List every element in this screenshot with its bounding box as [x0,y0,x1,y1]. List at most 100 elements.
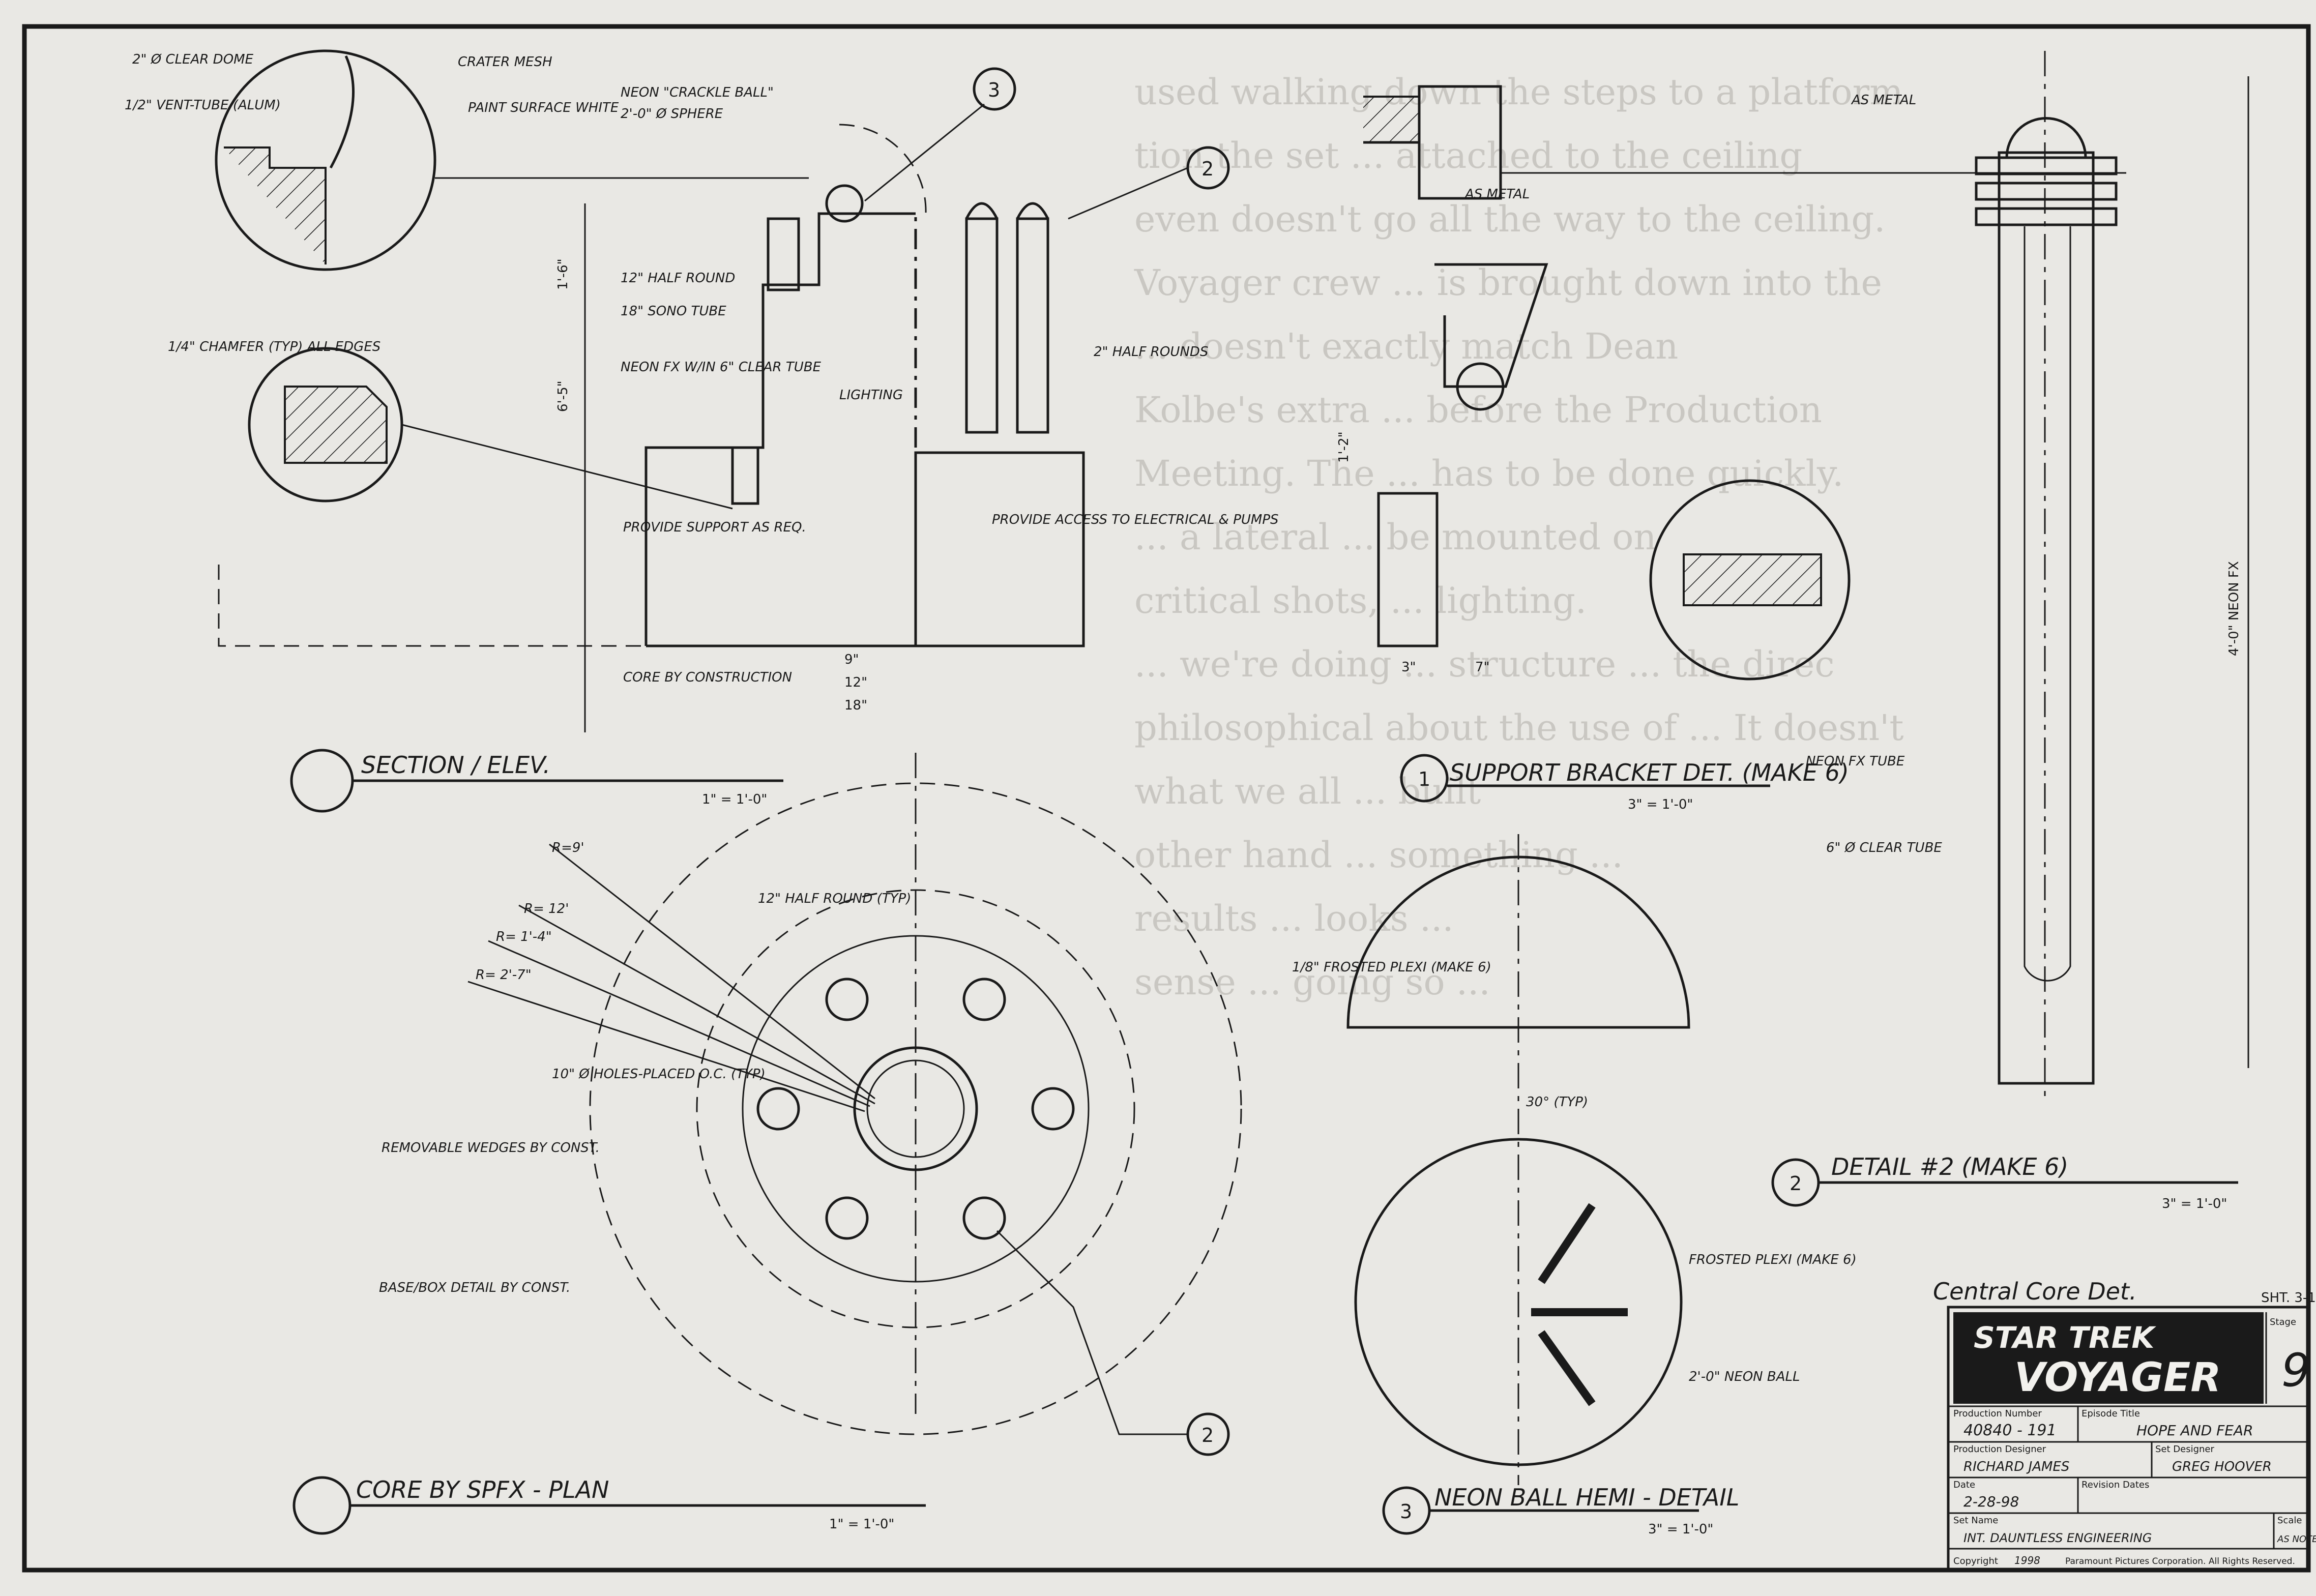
detail2-title: DETAIL #2 (MAKE 6) [1831,1153,2068,1180]
callout-3-label: 3 [988,79,1000,101]
callout-leaders [864,103,1188,220]
plan-title: CORE BY SPFX - PLAN [356,1476,609,1503]
note-neon-tube: NEON FX W/IN 6" CLEAR TUBE [621,360,822,375]
note-clear-dome: 2" Ø CLEAR DOME [132,52,254,67]
bleed-line: results ... looks ... [1134,898,1454,939]
bleed-line: sense ... going so ... [1134,961,1490,1003]
hemi-scale: 3" = 1'-0" [1648,1522,1713,1537]
support-bracket-small [731,446,759,505]
sheet-title: Central Core Det. [1933,1278,2137,1305]
bleed-line: Meeting. The ... has to be done quickly. [1134,453,1843,494]
hemi-title: NEON BALL HEMI - DETAIL [1434,1484,1739,1511]
note-provide-support: PROVIDE SUPPORT AS REQ. [623,520,806,535]
bracket-post [1377,492,1439,647]
set-designer: GREG HOOVER [2172,1459,2272,1474]
note-clear-tube: 6" Ø CLEAR TUBE [1826,840,1942,855]
bleed-line: ... doesn't exactly match Dean [1134,326,1678,367]
bleed-line: ... a lateral ... be mounted on [1134,516,1657,558]
dim-3: 3" [1401,660,1416,675]
note-neon-fx-tube: NEON FX TUBE [1806,754,1905,769]
dim-9: 9" [844,652,859,667]
leader-chamfer [401,424,733,510]
note-holes: 10" Ø HOLES-PLACED O.C. (TYP) [552,1067,766,1082]
bracket-title: SUPPORT BRACKET DET. (MAKE 6) [1450,759,1849,786]
bleed-line: philosophical about the use of ... It do… [1134,707,1904,749]
set-name: INT. DAUNTLESS ENGINEERING [1963,1531,2152,1545]
section-elevation-view: 6'-5" 1'-6" 9" 12" 18" 3 2 2" Ø CLEAR DO… [125,49,1279,813]
scale-value: AS NOTED [2277,1534,2316,1545]
note-neon-ball: 2'-0" NEON BALL [1689,1369,1800,1384]
bracket-scale: 3" = 1'-0" [1628,797,1693,812]
hemi-title-number: 3 [1400,1500,1412,1523]
note-removable-wedges: REMOVABLE WEDGES BY CONST. [382,1140,600,1156]
sheet-border [22,24,2311,1573]
note-chamfer: 1/4" CHAMFER (TYP) ALL EDGES [168,339,380,354]
bleed-line: other hand ... something ... [1134,834,1623,876]
plan-scale: 1" = 1'-0" [829,1517,894,1532]
plan-neon-tube [1031,1087,1075,1131]
chamfer-section [284,386,388,464]
detail2-scale: 3" = 1'-0" [2162,1196,2227,1211]
plan-neon-tubes [756,978,1075,1240]
plan-neon-tube [756,1087,800,1131]
detail2-title-number: 2 [1790,1172,1802,1195]
crater-mesh-curve [329,55,355,169]
note-vent-tube: 1/2" VENT-TUBE (ALUM) [125,98,281,113]
core-outline-left [644,212,916,646]
logo-panel [1953,1312,2264,1404]
neon-tube-2 [1016,217,1049,434]
detail2-neon [2024,226,2071,982]
section-title: SECTION / ELEV. [361,751,550,779]
neon-ball-view: 1/8" FROSTED PLEXI (MAKE 6) 30° (TYP) FR… [1292,834,1857,1537]
plan-outer-radius [589,782,1242,1435]
bleed-line: ... we're doing ... structure ... the di… [1134,643,1835,685]
note-as-metal-2: AS METAL [1851,93,1916,108]
note-base-detail: BASE/BOX DETAIL BY CONST. [379,1280,570,1295]
detail2-ring [1975,207,2118,226]
radius-leader-2 [518,904,875,1105]
bracket-wall-hatch [1363,96,1420,143]
date-value: 2-28-98 [1963,1493,2019,1510]
bleed-through-text: used walking down the steps to a platfor… [1134,71,1904,1003]
production-designer: RICHARD JAMES [1963,1459,2069,1474]
plan-mid-radius [696,889,1135,1328]
dim-12: 12" [844,675,867,690]
bleed-line: even doesn't go all the way to the ceili… [1134,198,1885,240]
radius-leader-3 [488,940,870,1107]
note-paint-surface: PAINT SURFACE WHITE [468,100,619,115]
radius-label-3: R= 1'-4" [496,929,552,944]
hemi-fin [1538,1330,1596,1406]
callout-2-label: 2 [1201,158,1214,180]
tube-caps [965,202,1049,220]
logo-star-trek: STAR TREK [1974,1320,2156,1355]
set-designer-label: Set Designer [2155,1444,2215,1455]
radius-label-4: R= 2'-7" [476,967,532,983]
note-half-round-typ: 12" HALF ROUND (TYP) [758,891,911,906]
bracket-title-circle [1400,754,1449,803]
set-name-label: Set Name [1953,1515,1998,1526]
production-number-label: Production Number [1953,1408,2042,1419]
crackle-ball [825,184,864,223]
bleed-line: used walking down the steps to a platfor… [1134,71,1903,113]
detail2-ring [1975,156,2118,175]
note-crackle-ball: NEON "CRACKLE BALL" [621,85,774,100]
note-as-metal: AS METAL [1464,187,1530,202]
plan-neon-tube [825,1196,869,1240]
detail2-ring [1975,182,2118,201]
bracket-detail-hatch [1683,553,1822,606]
hemi-fin [1538,1203,1596,1284]
neon-tube-1 [965,217,999,434]
bleed-line: what we all ... built [1134,771,1481,812]
dome-detail-bubble [215,49,436,271]
note-half-rounds: 2" HALF ROUNDS [1094,344,1208,360]
radius-leader-4 [467,981,865,1112]
note-frosted-plexi: 1/8" FROSTED PLEXI (MAKE 6) [1292,960,1491,975]
date-label: Date [1953,1480,1975,1490]
radius-label-1: R=9' [552,840,584,855]
copyright-year: 1998 [2014,1554,2040,1567]
note-provide-access: PROVIDE ACCESS TO ELECTRICAL & PUMPS [992,512,1279,527]
radius-label-2: R= 12' [524,901,569,917]
detail2-neon-dim: 4'-0" NEON FX [2226,561,2242,656]
plan-callout-leader [996,1230,1188,1435]
hemi-dome [1346,855,1690,1029]
